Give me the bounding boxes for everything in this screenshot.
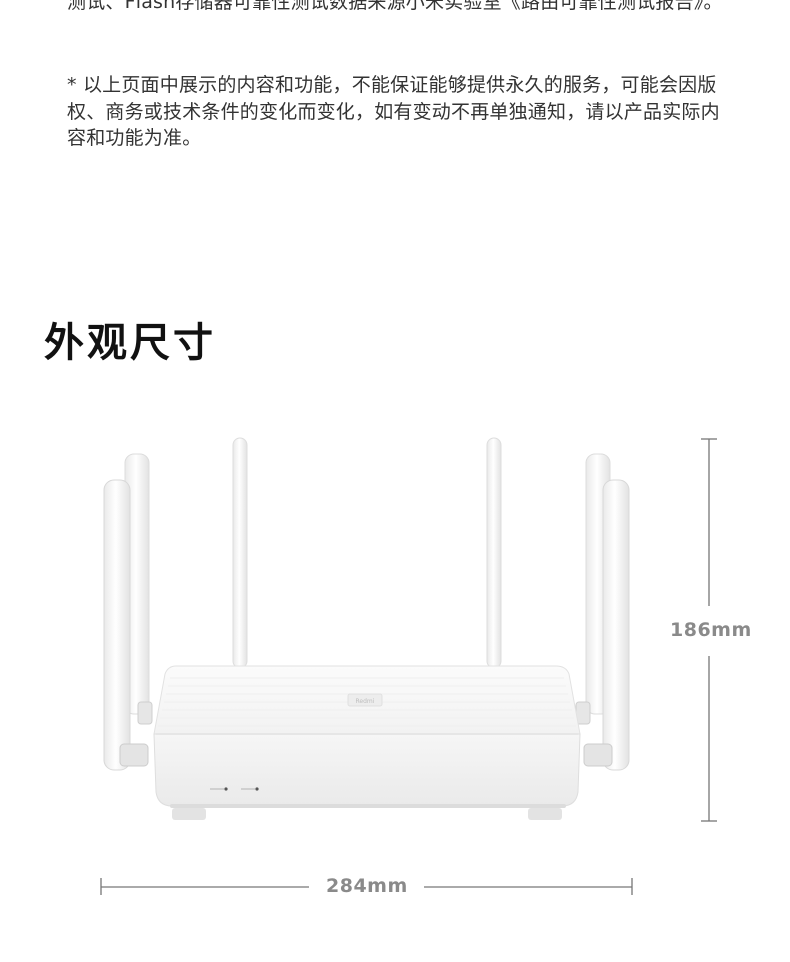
antenna-left-outer-front [103, 479, 149, 771]
height-dimension-line [701, 438, 717, 822]
section-title: 外观尺寸 [44, 320, 216, 366]
antenna-left-outer-rear [124, 453, 153, 725]
svg-text:Redmi: Redmi [356, 698, 375, 705]
width-dimension-label: 284mm [326, 875, 408, 897]
brand-logo: Redmi [347, 693, 383, 707]
antenna-right-outer-front [583, 479, 630, 771]
status-led-2 [255, 787, 259, 791]
router-illustration: Redmi [100, 437, 717, 895]
width-dimension-line [100, 878, 633, 895]
router-body [153, 665, 581, 820]
antenna-back-right [486, 437, 502, 669]
status-led-1 [224, 787, 228, 791]
height-dimension-label: 186mm [670, 619, 752, 641]
reliability-note: 测试、Flash存储器可靠性测试数据来源小米实验室《路由可靠性测试报告》。 [67, 0, 723, 13]
router-dimension-figure: Redmi 186mm 284mm [0, 420, 790, 900]
antenna-back-left [232, 437, 248, 669]
disclaimer-note: * 以上页面中展示的内容和功能，不能保证能够提供永久的服务，可能会因版权、商务或… [67, 74, 720, 149]
